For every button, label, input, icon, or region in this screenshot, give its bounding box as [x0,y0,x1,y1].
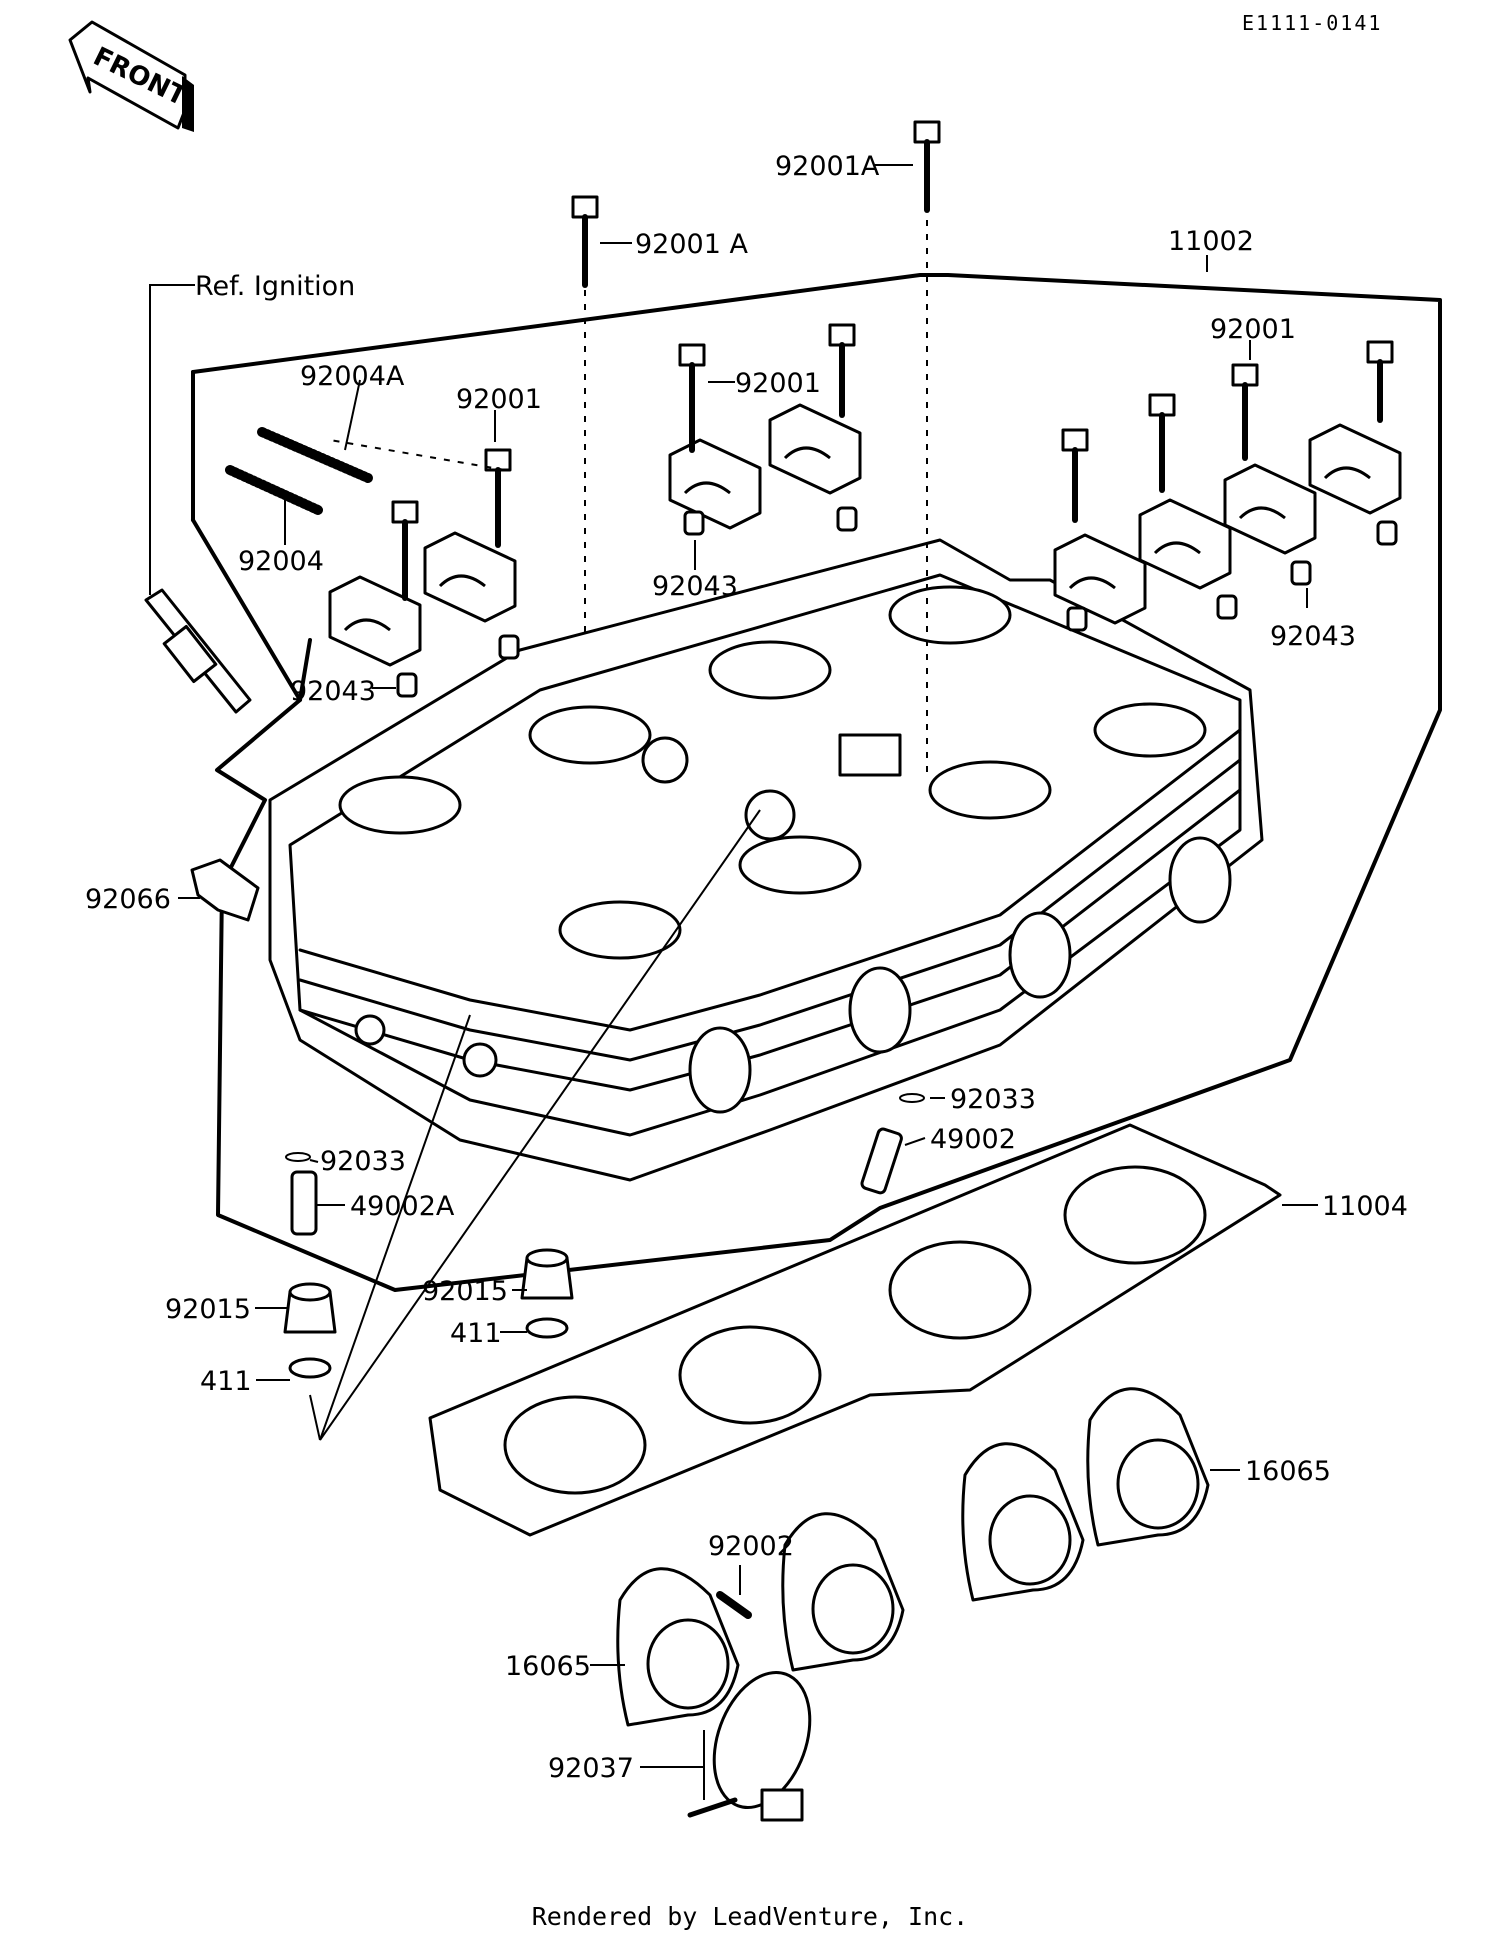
leader-lines [149,164,1318,1800]
valve-guides [285,1093,925,1236]
plug-cap-92066 [190,858,260,922]
assembly-boundary [191,273,1442,1292]
studs [225,427,373,515]
callout-49002A: 49002A [350,1191,455,1222]
callout-labels: 92001A 92001 A 11002 Ref. Ignition 92004… [85,151,1408,1784]
callout-92015-center: 92015 [422,1276,508,1307]
footer-credit: Rendered by LeadVenture, Inc. [531,1902,969,1931]
head-gasket [428,1123,1282,1537]
callout-49002: 49002 [930,1124,1016,1155]
callout-92001-center: 92001 [735,368,821,399]
callout-92004A: 92004A [300,361,405,392]
callout-16065-left: 16065 [505,1651,591,1682]
front-arrow-icon: FRONT [68,20,194,132]
nuts-washers [283,1248,574,1379]
callout-11002: 11002 [1168,226,1254,257]
callout-92037: 92037 [548,1753,634,1784]
callout-92001A-top: 92001A [775,151,880,182]
cap-bolts [391,120,1394,601]
callout-92033-right: 92033 [950,1084,1036,1115]
callout-92043-left: 92043 [290,676,376,707]
callout-92004: 92004 [238,546,324,577]
callout-92033-left: 92033 [320,1146,406,1177]
callout-92001-left: 92001 [456,384,542,415]
intake-holders [616,1387,1210,1727]
alignment-lines [329,220,928,780]
spark-plug-icon [144,588,252,714]
callout-92043-right: 92043 [1270,621,1356,652]
callout-92001A-left: 92001 A [635,229,748,260]
callout-411-left: 411 [200,1366,252,1397]
callout-ref-ignition: Ref. Ignition [195,271,355,302]
callout-16065-right: 16065 [1245,1456,1331,1487]
hose-clamp [687,1671,812,1822]
callout-92001-right: 92001 [1210,314,1296,345]
callout-92015-left: 92015 [165,1294,251,1325]
diagram-ref: E1111-0141 [1242,11,1382,35]
camshaft-caps [328,403,1402,667]
dowel-pins [396,506,1398,698]
callout-92066: 92066 [85,884,171,915]
callout-11004: 11004 [1322,1191,1408,1222]
callout-92002: 92002 [708,1531,794,1562]
cylinder-head [268,538,1264,1182]
callout-92043-center: 92043 [652,571,738,602]
callout-411-center: 411 [450,1318,502,1349]
